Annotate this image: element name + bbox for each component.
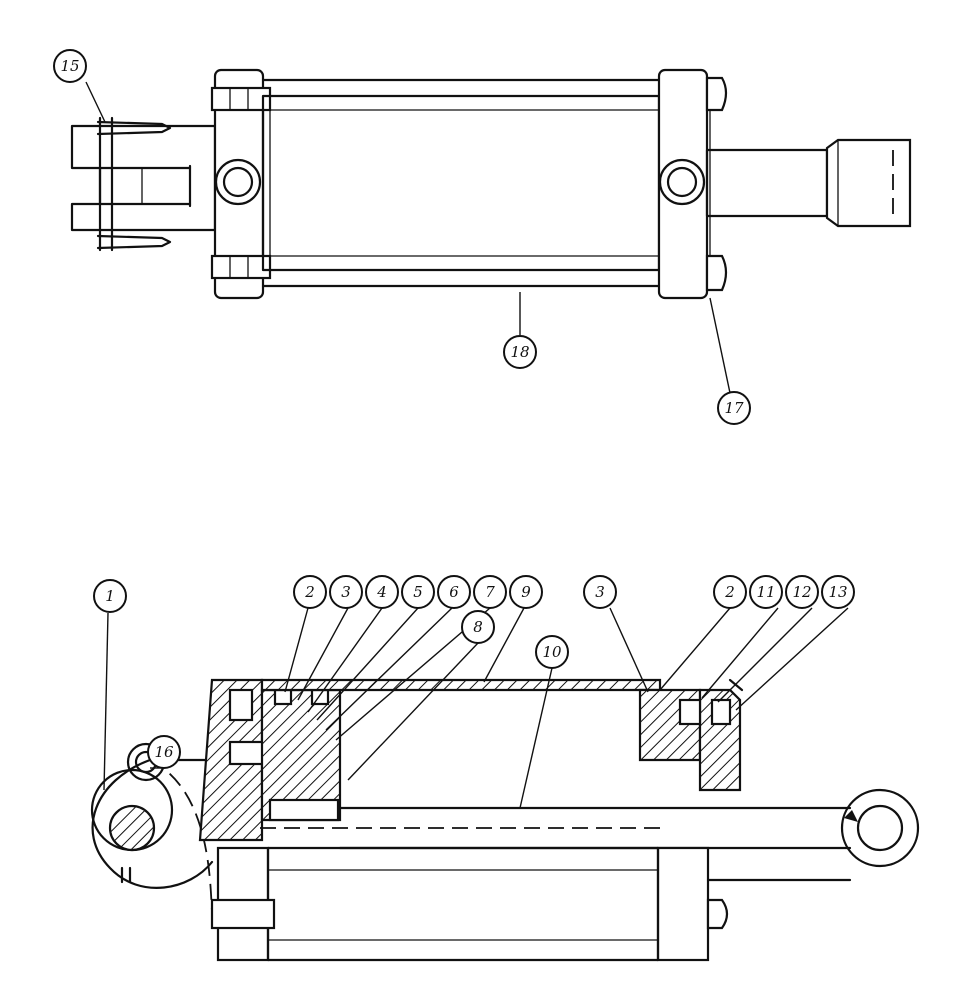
callout-11: 11 — [749, 575, 783, 609]
callout-3-left: 3 — [329, 575, 363, 609]
callout-12: 12 — [785, 575, 819, 609]
clevis-top — [70, 124, 217, 232]
callout-3-right: 3 — [583, 575, 617, 609]
callout-10: 10 — [535, 635, 569, 669]
callout-5: 5 — [401, 575, 435, 609]
rod-gland-section — [638, 678, 744, 792]
callout-16: 16 — [147, 735, 181, 769]
lower-body-bottom — [210, 846, 852, 962]
callout-2-right-label: 2 — [724, 583, 735, 601]
clevis-pin-15 — [96, 116, 172, 252]
callout-5-label: 5 — [413, 583, 423, 601]
callout-1: 1 — [93, 579, 127, 613]
callout-8-label: 8 — [473, 618, 483, 636]
callout-18-label: 18 — [510, 343, 529, 361]
barrel-wall-section — [260, 678, 662, 692]
callout-1-label: 1 — [105, 587, 115, 605]
callout-15: 15 — [53, 49, 87, 83]
callout-7: 7 — [473, 575, 507, 609]
cap-end-section — [198, 678, 272, 842]
callout-9: 9 — [509, 575, 543, 609]
bottom-view — [90, 678, 920, 962]
piston-rod-10 — [260, 806, 852, 850]
callout-18: 18 — [503, 335, 537, 369]
rod-end-eye — [840, 788, 920, 868]
right-end-cap-top — [657, 68, 728, 300]
clevis-eye-bottom — [90, 758, 214, 913]
barrel-18 — [261, 78, 661, 288]
callout-9-label: 9 — [521, 583, 531, 601]
callout-16-label: 16 — [154, 743, 174, 761]
callout-6-label: 6 — [449, 583, 459, 601]
callout-2-left-label: 2 — [304, 583, 315, 601]
callout-2-right: 2 — [713, 575, 747, 609]
callout-4-label: 4 — [376, 583, 387, 601]
top-view — [70, 68, 912, 300]
rod-top — [705, 138, 912, 228]
callout-13-label: 13 — [828, 583, 847, 601]
callout-17-label: 17 — [724, 399, 744, 417]
piston-section — [260, 688, 342, 822]
callout-11-label: 11 — [756, 583, 775, 601]
callout-17: 17 — [717, 391, 751, 425]
callout-6: 6 — [437, 575, 471, 609]
callout-13: 13 — [821, 575, 855, 609]
callout-7-label: 7 — [485, 583, 495, 601]
callout-10-label: 10 — [542, 643, 562, 661]
left-end-cap-top — [210, 68, 272, 300]
callout-3-right-label: 3 — [595, 583, 605, 601]
callout-2-left: 2 — [293, 575, 327, 609]
callout-8: 8 — [461, 610, 495, 644]
callout-12-label: 12 — [792, 583, 811, 601]
callout-4: 4 — [365, 575, 399, 609]
callout-15-label: 15 — [60, 57, 79, 75]
callout-3-left-label: 3 — [341, 583, 351, 601]
